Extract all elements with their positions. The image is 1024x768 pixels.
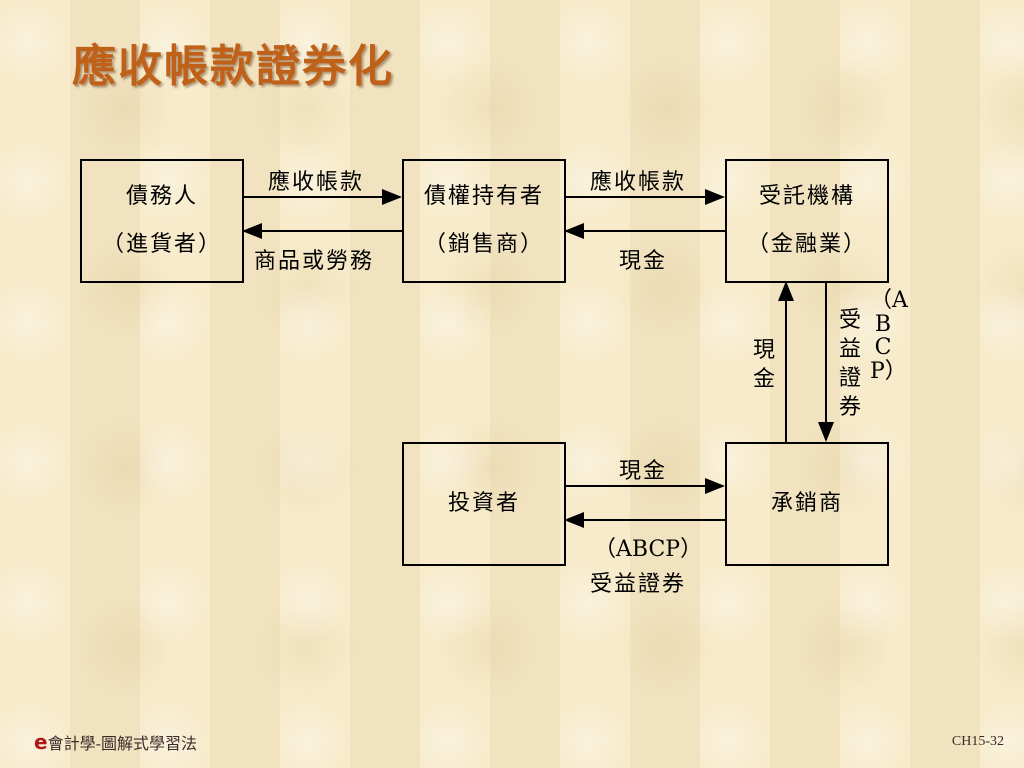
label-underwriter-to-trustee: 現金 <box>752 338 775 392</box>
trustee-name: 受託機構 <box>758 184 855 209</box>
label-trustee-to-holder: 現金 <box>619 249 668 274</box>
underwriter-name: 承銷商 <box>770 491 843 516</box>
debtor-name: 債務人 <box>125 184 198 209</box>
label-trustee-to-underwriter-abcp: （ABCP） <box>870 288 908 384</box>
label-holder-to-debtor: 商品或勞務 <box>254 249 375 274</box>
debtor-role: （進貨者） <box>101 232 222 257</box>
label-trustee-to-underwriter-cert: 受益證券 <box>838 308 861 420</box>
label-underwriter-to-investor-abcp: （ABCP） <box>594 537 703 562</box>
debtor-box: 債務人 （進貨者） <box>80 159 244 283</box>
label-investor-to-underwriter: 現金 <box>619 459 668 484</box>
trustee-box: 受託機構 （金融業） <box>725 159 889 283</box>
label-holder-to-trustee: 應收帳款 <box>590 170 687 195</box>
label-underwriter-to-investor-cert: 受益證券 <box>590 572 687 597</box>
footer-book-title: e會計學-圖解式學習法 <box>34 730 197 754</box>
slide-title: 應收帳款證券化 <box>72 41 394 92</box>
footer-book-name: 會計學-圖解式學習法 <box>47 734 197 753</box>
trustee-role: （金融業） <box>746 232 867 257</box>
label-debtor-to-holder: 應收帳款 <box>268 170 365 195</box>
holder-box: 債權持有者 （銷售商） <box>402 159 566 283</box>
page-number: CH15-32 <box>951 734 1004 749</box>
underwriter-box: 承銷商 <box>725 442 889 566</box>
holder-name: 債權持有者 <box>423 184 544 209</box>
footer-e-logo: e <box>34 730 48 754</box>
investor-name: 投資者 <box>447 491 520 516</box>
holder-role: （銷售商） <box>423 232 544 257</box>
investor-box: 投資者 <box>402 442 566 566</box>
